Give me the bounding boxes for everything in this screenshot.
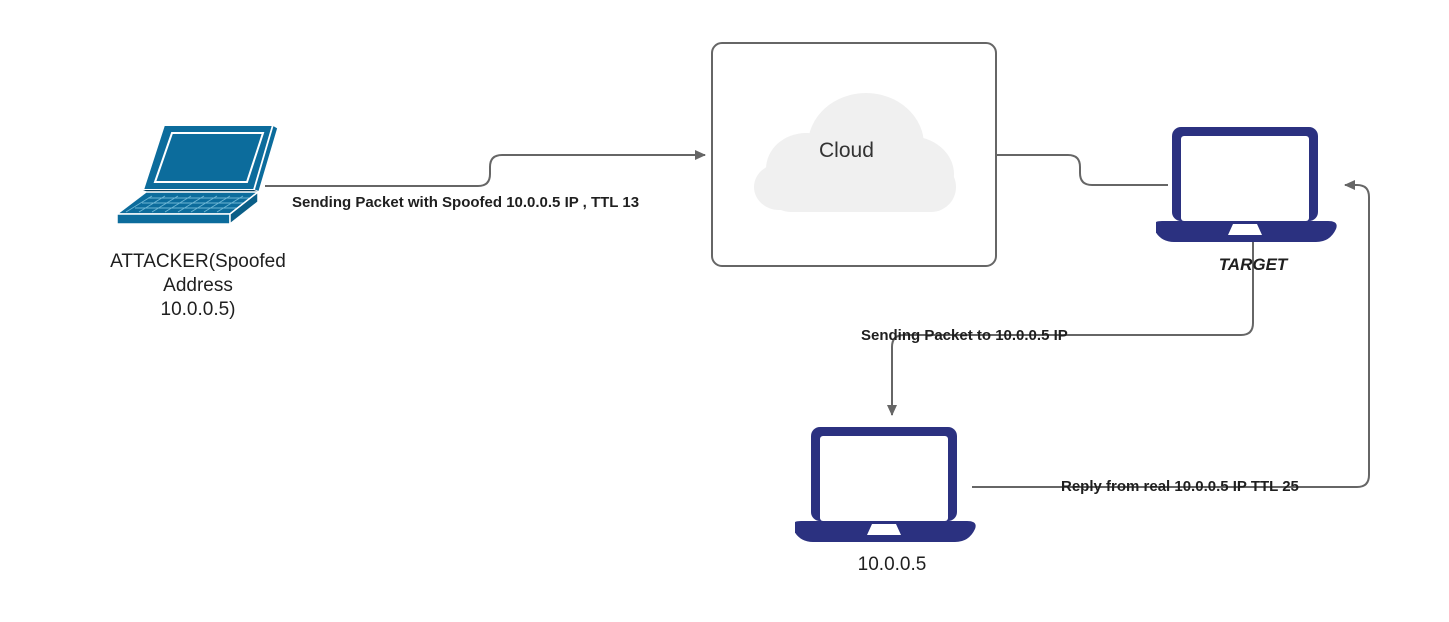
- cloud-container: [711, 42, 997, 267]
- edge-label-attacker-to-cloud: Sending Packet with Spoofed 10.0.0.5 IP …: [292, 194, 640, 211]
- edge-attacker-to-cloud: [265, 150, 706, 187]
- node-attacker[interactable]: [108, 120, 279, 230]
- attacker-label: ATTACKER(Spoofed Address 10.0.0.5): [110, 251, 286, 320]
- cloud-icon: [754, 93, 956, 212]
- edge-label-victim-to-target: Reply from real 10.0.0.5 IP TTL 25: [1061, 478, 1299, 495]
- target-label: TARGET: [1218, 255, 1288, 274]
- edge-victim-to-target: [972, 180, 1370, 488]
- edge-cloud-to-target: [997, 154, 1168, 186]
- cloud-label: Cloud: [819, 139, 874, 162]
- node-victim[interactable]: [792, 425, 990, 545]
- node-cloud[interactable]: Cloud: [711, 42, 997, 267]
- victim-label: 10.0.0.5: [857, 554, 927, 575]
- laptop-isometric-icon: [114, 123, 279, 226]
- edge-label-target-to-victim: Sending Packet to 10.0.0.5 IP: [861, 327, 1068, 344]
- node-target[interactable]: [1153, 125, 1351, 245]
- laptop-front-icon: [1153, 127, 1337, 242]
- edge-target-to-victim: [887, 240, 1254, 416]
- laptop-front-icon: [792, 427, 976, 542]
